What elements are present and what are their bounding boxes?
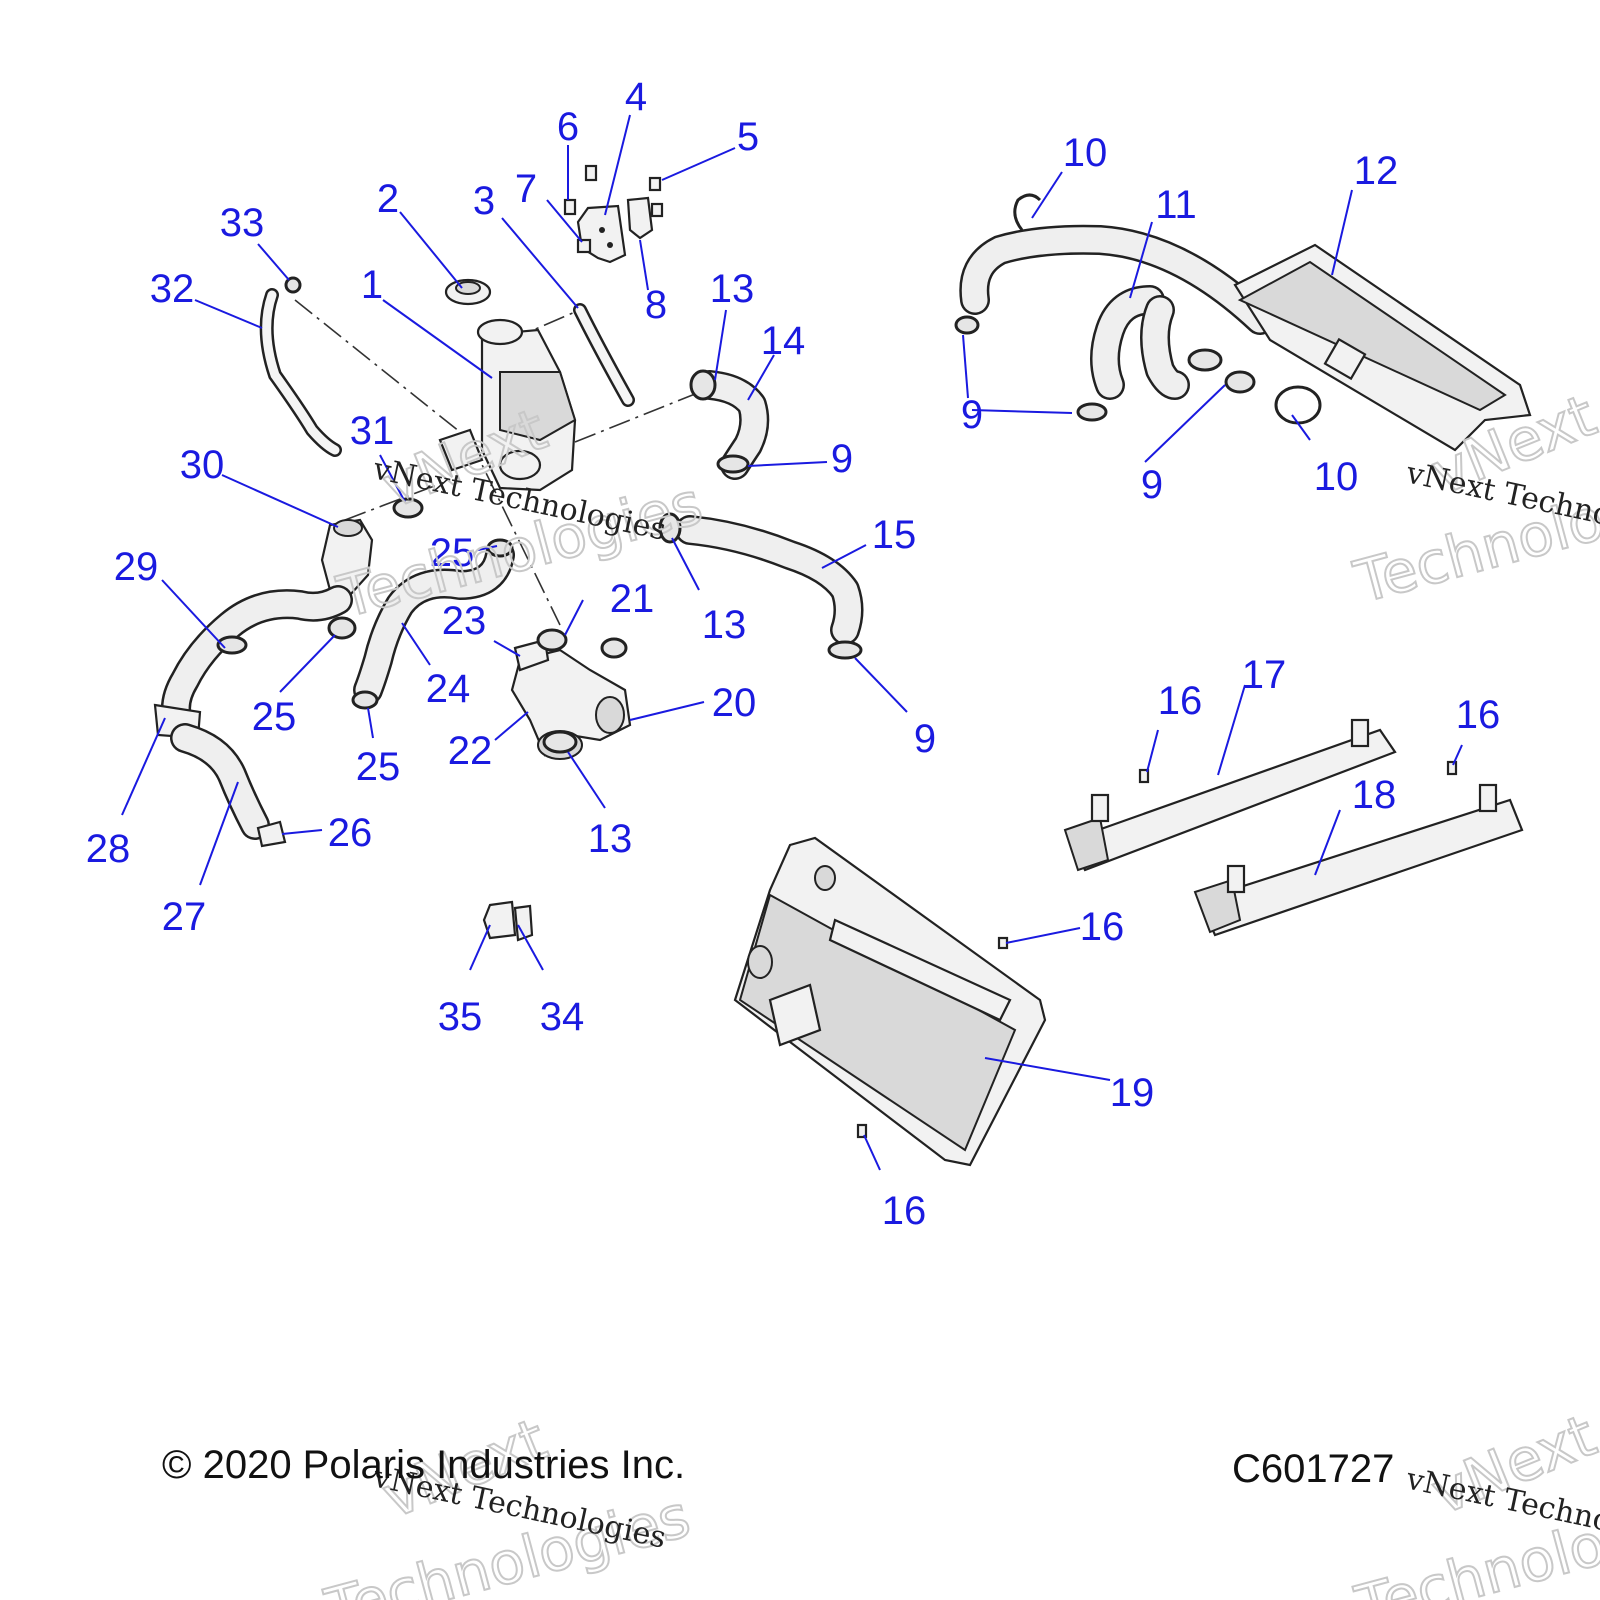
part-8-clip [626, 196, 654, 240]
part-27-hose [170, 723, 270, 840]
callout-28: 28 [86, 827, 131, 871]
part-3-vent-hose [573, 303, 635, 407]
callout-16-a: 16 [1158, 679, 1203, 723]
part-29-hose [161, 585, 353, 740]
callout-20: 20 [712, 681, 757, 725]
callout-16-c: 16 [1080, 905, 1125, 949]
part-11-pipe [959, 224, 1275, 400]
part-4-bracket [576, 204, 627, 264]
diagram-code: C601727 [1232, 1447, 1394, 1491]
callout-9-c: 9 [961, 393, 983, 437]
part-17-side-tank [1063, 718, 1397, 872]
fastener-6 [563, 164, 598, 216]
callout-5: 5 [737, 115, 759, 159]
callout-13-b: 13 [702, 603, 747, 647]
callout-25-a: 25 [430, 531, 475, 575]
part-34-bracket [513, 904, 534, 942]
part-9-clamp-a [716, 454, 750, 474]
part-9-clamp-b [827, 640, 863, 660]
part-18-side-tank [1193, 783, 1524, 937]
callout-18: 18 [1352, 773, 1397, 817]
part-9-clamp-d [1076, 402, 1108, 422]
callout-17: 17 [1242, 653, 1287, 697]
callout-35: 35 [438, 995, 483, 1039]
callout-7: 7 [515, 167, 537, 211]
callout-9-b: 9 [914, 717, 936, 761]
part-33-clamp [284, 276, 302, 294]
callout-2: 2 [377, 177, 399, 221]
part-12-shroud [1233, 243, 1532, 452]
callout-16-d: 16 [882, 1189, 927, 1233]
callout-labels: 1 2 3 4 5 6 7 8 9 9 9 9 9 10 10 11 12 13… [86, 75, 1501, 1233]
callout-21: 21 [610, 577, 655, 621]
callout-25-c: 25 [356, 745, 401, 789]
callout-26: 26 [328, 811, 373, 855]
part-9-clamp-f [1224, 370, 1256, 394]
callout-6: 6 [557, 105, 579, 149]
part-25-clamp-left [327, 616, 357, 640]
callout-34: 34 [540, 995, 585, 1039]
callout-15: 15 [872, 513, 917, 557]
part-1-surge-tank [438, 318, 577, 492]
callout-9-d: 9 [1141, 463, 1163, 507]
part-26-clamp [256, 820, 287, 848]
callout-13-c: 13 [588, 817, 633, 861]
callout-32: 32 [150, 267, 195, 311]
copyright-text: © 2020 Polaris Industries Inc. [162, 1443, 685, 1487]
callout-25-b: 25 [252, 695, 297, 739]
part-14-hose [695, 370, 770, 480]
part-2-cap [444, 278, 492, 306]
callout-11: 11 [1155, 183, 1197, 227]
part-19-radiator [733, 836, 1047, 1167]
part-30-tee-fitting [320, 518, 374, 597]
part-29-clamp [216, 635, 248, 655]
callout-22: 22 [448, 729, 493, 773]
leader-lines [121, 114, 1463, 1171]
callout-10-a: 10 [1063, 131, 1108, 175]
fastener-7 [576, 238, 592, 254]
callout-24: 24 [426, 667, 471, 711]
callout-13-a: 13 [710, 267, 755, 311]
part-10-o-ring-top [1013, 193, 1042, 231]
callout-33: 33 [220, 201, 265, 245]
callout-12: 12 [1354, 149, 1399, 193]
callout-10-b: 10 [1314, 455, 1359, 499]
part-10-o-ring-bottom [1274, 385, 1322, 425]
callout-8: 8 [645, 283, 667, 327]
part-21-clamp [536, 628, 568, 652]
fastener-5 [648, 176, 664, 218]
part-9-clamp-e [1187, 348, 1223, 372]
callout-29: 29 [114, 545, 159, 589]
part-25-clamp-bottom [351, 690, 379, 710]
part-23-hose-stub [513, 638, 550, 672]
callout-27: 27 [162, 895, 207, 939]
callout-23: 23 [442, 599, 487, 643]
callout-14: 14 [761, 319, 806, 363]
part-24-hose [353, 540, 515, 705]
part-21-clamp-2 [600, 637, 628, 659]
callout-1: 1 [361, 263, 383, 307]
callout-9-a: 9 [831, 437, 853, 481]
callout-31: 31 [350, 409, 395, 453]
part-9-clamp-c [954, 315, 980, 335]
callout-30: 30 [180, 443, 225, 487]
callout-19: 19 [1110, 1071, 1155, 1115]
callout-16-b: 16 [1456, 693, 1501, 737]
callout-3: 3 [473, 179, 495, 223]
part-32-overflow-hose [259, 288, 342, 457]
part-13-clamp-mid [658, 512, 682, 544]
part-15-hose [675, 515, 864, 645]
part-13-clamp-lower [542, 730, 578, 754]
callout-4: 4 [625, 75, 647, 119]
part-13-clamp-upper [689, 369, 717, 401]
part-35-gasket [482, 900, 517, 940]
part-31-clamp [392, 497, 424, 519]
